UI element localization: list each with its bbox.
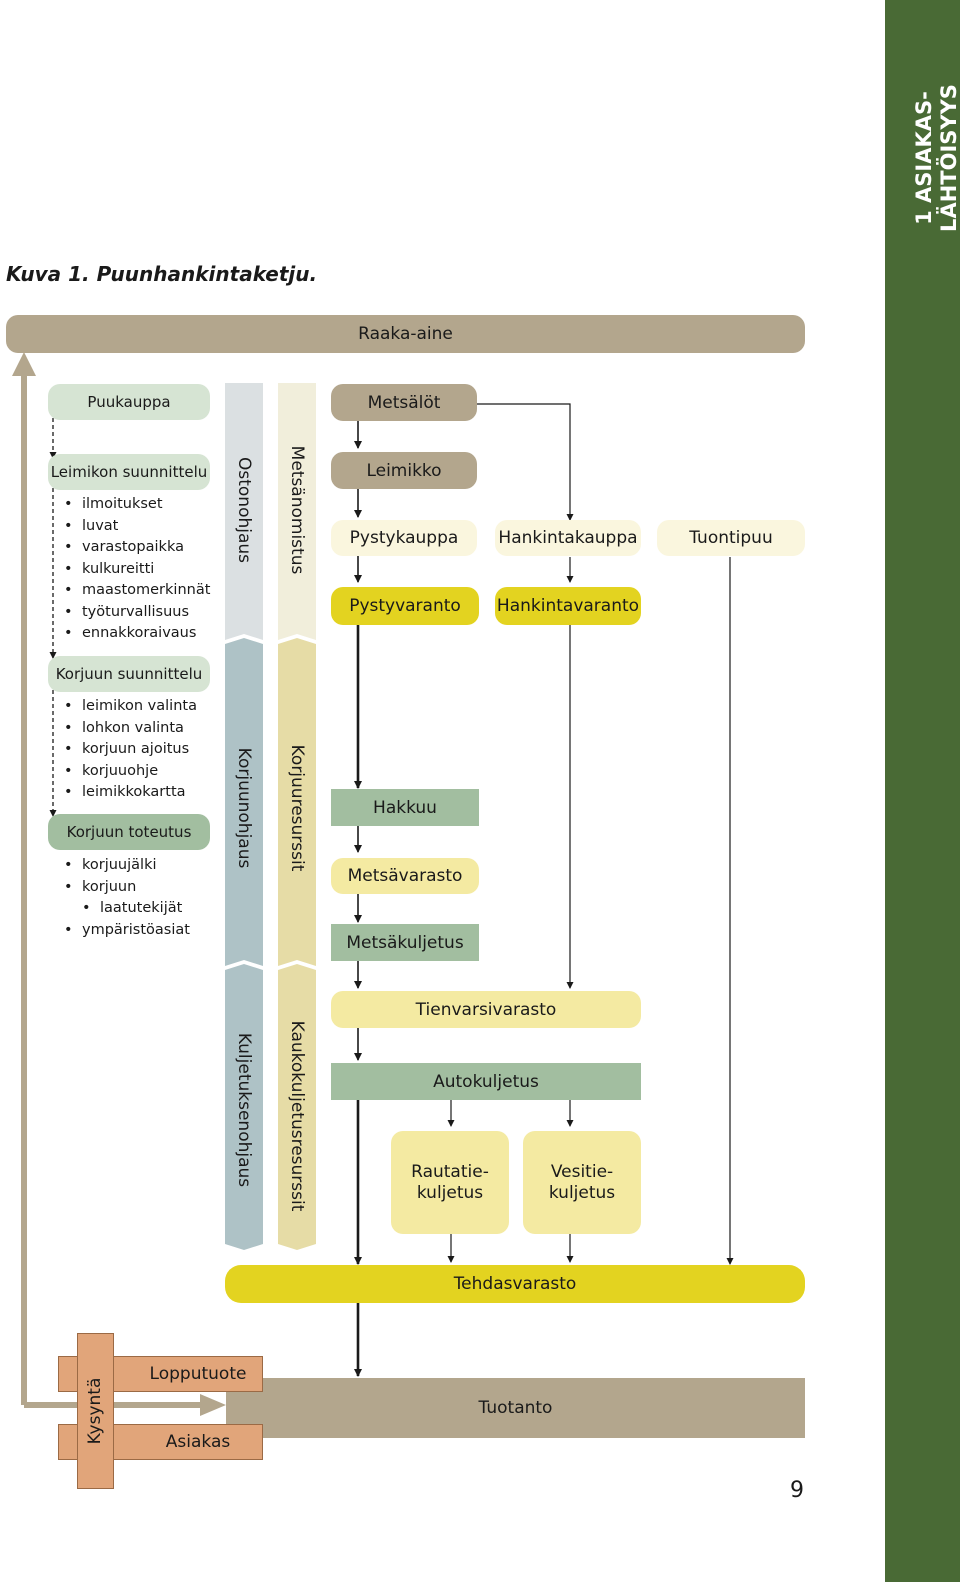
list-item: lohkon valinta (64, 718, 197, 740)
vesitie-line1: Vesitie- (550, 1161, 614, 1182)
list-item: kulkureitti (64, 559, 210, 581)
page-number: 9 (790, 1478, 804, 1503)
box-korjuun-toteutus: Korjuun toteutus (48, 814, 210, 850)
node-hakkuu: Hakkuu (331, 789, 479, 826)
list-item: varastopaikka (64, 537, 210, 559)
list-item: työturvallisuus (64, 602, 210, 624)
band-kuljetuksenohjaus (225, 964, 263, 1250)
node-metsavarasto: Metsävarasto (331, 858, 479, 894)
node-tuontipuu: Tuontipuu (657, 520, 805, 556)
band-metsanomistus (278, 383, 316, 640)
list-item: korjuun ajoitus (64, 739, 197, 761)
list-item: ilmoitukset (64, 494, 210, 516)
list-item: leimikkokartta (64, 782, 197, 804)
figure-caption: Kuva 1. Puunhankintaketju. (6, 262, 318, 286)
list-item: korjuujälki (64, 855, 190, 877)
node-pystyvaranto: Pystyvaranto (331, 587, 479, 625)
list-item: luvat (64, 516, 210, 538)
list-item: ympäristöasiat (64, 920, 190, 942)
rautatie-line1: Rautatie- (411, 1161, 489, 1182)
list-item: korjuun (64, 877, 190, 899)
node-hankintavaranto: Hankintavaranto (495, 587, 641, 625)
band-label-ostonohjaus: Ostonohjaus (234, 456, 254, 564)
list-leimikon-suunnittelu: ilmoitukset luvat varastopaikka kulkurei… (64, 494, 210, 645)
band-label-kaukokuljetusresurssit: Kaukokuljetusresurssit (287, 1020, 307, 1212)
list-item: maastomerkinnät (64, 580, 210, 602)
band-ostonohjaus (225, 383, 263, 640)
band-kaukokuljetusresurssit (278, 964, 316, 1250)
list-item: leimikon valinta (64, 696, 197, 718)
node-tienvarsivarasto: Tienvarsivarasto (331, 991, 641, 1028)
box-puukauppa: Puukauppa (48, 384, 210, 420)
box-korjuun-suunnittelu: Korjuun suunnittelu (48, 656, 210, 692)
node-rautatiekuljetus: Rautatie- kuljetus (391, 1131, 509, 1234)
label-kysynta: Kysyntä (85, 1377, 105, 1445)
box-kysynta (77, 1333, 114, 1489)
band-label-metsanomistus: Metsänomistus (287, 445, 307, 575)
list-korjuun-toteutus: korjuujälki korjuun laatutekijät ympäris… (64, 855, 190, 941)
box-leimikon-suunnittelu: Leimikon suunnittelu (48, 454, 210, 490)
list-item-continued: laatutekijät (64, 898, 190, 920)
node-hankintakauppa: Hankintakauppa (495, 520, 641, 556)
node-metsakuljetus: Metsäkuljetus (331, 924, 479, 961)
band-label-korjuuresurssit: Korjuuresurssit (287, 744, 307, 872)
node-raaka-aine: Raaka-aine (6, 315, 805, 353)
node-autokuljetus: Autokuljetus (331, 1063, 641, 1100)
node-vesitiekuljetus: Vesitie- kuljetus (523, 1131, 641, 1234)
band-label-kuljetuksenohjaus: Kuljetuksenohjaus (234, 1032, 254, 1188)
list-item: korjuuohje (64, 761, 197, 783)
rautatie-line2: kuljetus (416, 1182, 484, 1203)
band-korjuuresurssit (278, 638, 316, 966)
node-tuotanto: Tuotanto (226, 1378, 805, 1438)
band-label-korjuunohjaus: Korjuunohjaus (234, 747, 254, 869)
band-korjuunohjaus (225, 638, 263, 966)
list-korjuun-suunnittelu: leimikon valinta lohkon valinta korjuun … (64, 696, 197, 804)
node-leimikko: Leimikko (331, 452, 477, 489)
node-pystykauppa: Pystykauppa (331, 520, 477, 556)
node-metsalot: Metsälöt (331, 384, 477, 421)
section-sidebar (885, 0, 960, 1582)
list-item: ennakkoraivaus (64, 623, 210, 645)
vesitie-line2: kuljetus (548, 1182, 616, 1203)
node-tehdasvarasto: Tehdasvarasto (225, 1265, 805, 1303)
